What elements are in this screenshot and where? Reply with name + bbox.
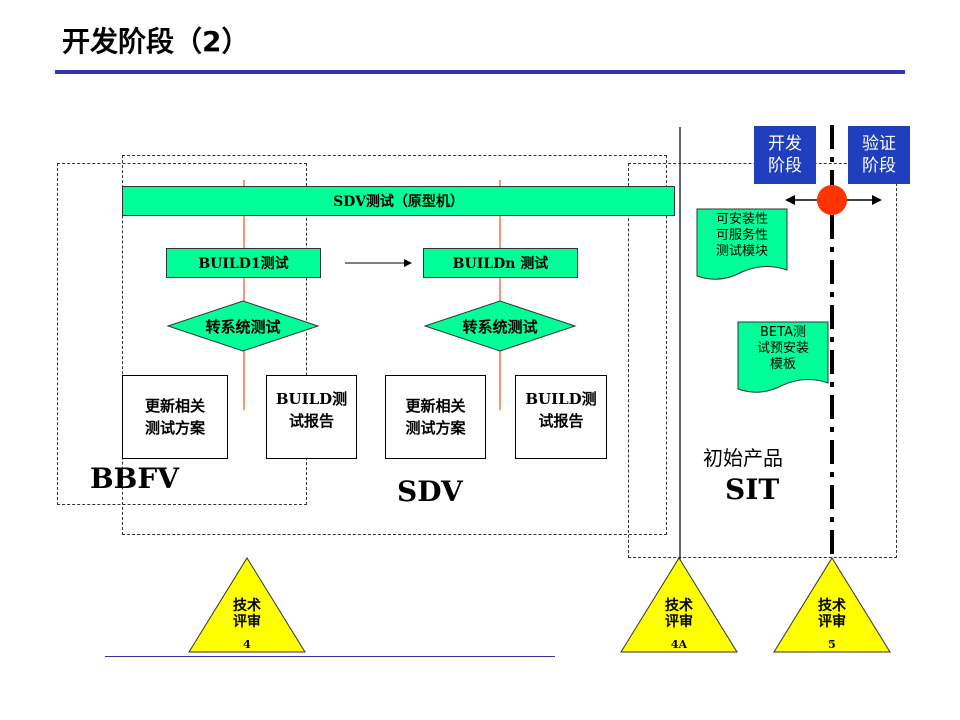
review-4a-line-2: 评审 [665,614,693,630]
sdv-test-bar: SDV测试（原型机） [122,186,675,216]
review-triangle-4a [620,557,738,653]
phase-marker-dot [817,185,847,215]
box-4-line-2: 试报告 [538,412,584,430]
dev-phase-line-2: 阶段 [768,156,802,176]
build-test-report-box-1: BUILD测试报告 [266,375,357,459]
box-2-line-2: 试报告 [288,412,334,430]
update-test-plan-box-1: 更新相关测试方案 [122,375,228,459]
doc-shape-2 [737,321,829,393]
dev-phase-line-1: 开发 [768,134,802,154]
verify-phase-line-1: 验证 [862,134,896,154]
build-arrow-head [404,259,412,267]
doc-1-line-2: 可服务性 [715,228,768,243]
doc-2-line-3: 模板 [769,357,796,372]
bottom-divider [105,656,555,657]
doc-2-line-1: BETA测 [760,325,806,340]
verify-phase-box: 验证阶段 [848,126,910,184]
phase-arrow-left-head [785,195,795,205]
review-triangle-4 [188,557,306,653]
review-4-line-1: 技术 [233,598,261,614]
review-5-number: 5 [828,638,836,651]
review-triangle-5 [773,557,891,653]
doc-1-line-3: 测试模块 [715,244,768,259]
diamond-label-1: 转系统测试 [205,318,281,336]
diamond-shape-1 [166,300,320,352]
verify-phase-line-2: 阶段 [862,156,896,176]
review-4-number: 4 [243,638,251,651]
sdv-region [122,155,667,535]
review-4a-line-1: 技术 [665,598,693,614]
bbfv-label: BBFV [90,462,179,495]
doc-1-line-1: 可安装性 [715,212,768,227]
sit-label: SIT [725,473,780,506]
title-divider [55,70,905,74]
build1-test-box: BUILD1测试 [166,248,321,278]
dev-phase-box: 开发阶段 [754,126,816,184]
sdv-label: SDV [397,475,463,508]
diamond-label-2: 转系统测试 [462,318,538,336]
box-3-line-2: 测试方案 [405,419,466,437]
diamond-shape-2 [423,300,577,352]
update-test-plan-box-2: 更新相关测试方案 [385,375,486,459]
doc-shape-1 [696,208,788,280]
box-4-line-1: BUILD测 [525,390,597,408]
doc-label-1: 可安装性 可服务性 测试模块 [697,212,787,260]
review-5-label: 技术 评审 [802,598,862,630]
build-test-report-box-2: BUILD测试报告 [515,375,607,459]
review-4-line-2: 评审 [233,614,261,630]
initial-product-label: 初始产品 [703,446,783,470]
page-title: 开发阶段（2） [62,25,250,58]
review-4a-label: 技术 评审 [649,598,709,630]
review-5-line-1: 技术 [818,598,846,614]
bbfv-region [57,163,307,505]
review-4-label: 技术 评审 [217,598,277,630]
phase-arrow-right-head [872,195,882,205]
buildn-test-box: BUILDn 测试 [423,248,578,278]
box-2-line-1: BUILD测 [275,390,348,408]
box-3-line-1: 更新相关 [405,397,466,415]
doc-2-line-2: 试预安装 [756,341,809,356]
box-1-line-1: 更新相关 [144,397,205,415]
review-5-line-2: 评审 [818,614,846,630]
box-1-line-2: 测试方案 [144,419,205,437]
review-4a-number: 4A [670,638,688,651]
doc-label-2: BETA测 试预安装 模板 [738,325,828,373]
